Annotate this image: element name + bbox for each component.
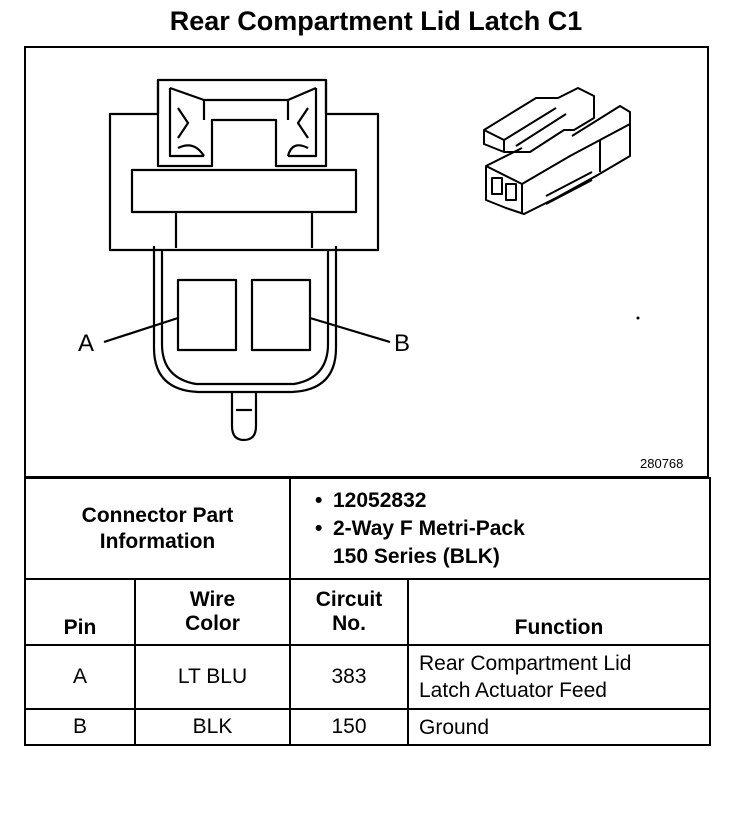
function-line1: Rear Compartment Lid [419,652,632,675]
page-title: Rear Compartment Lid Latch C1 [169,6,583,36]
pin-label-a: A [78,330,95,357]
connector-diagram: A B [24,46,709,478]
circuit-cell: 150 [289,708,409,746]
part-description-1: 2-Way F Metri-Pack [333,516,525,540]
function-cell: Ground [407,708,711,746]
circuit-cell: 383 [289,644,409,710]
header-wire-color-1: Wire [189,588,236,611]
bullet-icon: • [315,488,323,512]
connector-face-drawing [103,78,640,442]
pin-cell: B [24,708,136,746]
connector-part-label: Connector Part Information [24,477,291,580]
header-wire-color-2: Color [185,612,240,635]
pin-cell: A [24,644,136,710]
table-header-row: Pin Wire Color Circuit No. Function [24,578,711,646]
connector-part-label-line1: Connector Part [81,503,234,527]
header-pin: Pin [24,578,136,646]
part-number-line: • 12052832 [315,487,709,515]
header-wire-color: Wire Color [134,578,291,646]
part-description-line: • 2-Way F Metri-Pack [315,515,709,543]
table-row: B BLK 150 Ground [24,708,711,746]
connector-part-row: Connector Part Information • 12052832 • … [24,477,711,580]
header-function: Function [407,578,711,646]
part-description-2: 150 Series (BLK) [333,544,500,568]
connector-info-table: Connector Part Information • 12052832 • … [24,477,711,746]
part-number: 12052832 [333,488,427,512]
connector-part-label-line2: Information [99,529,216,553]
pin-label-b: B [394,330,411,357]
function-line2: Latch Actuator Feed [419,679,607,702]
wire-color-cell: BLK [134,708,291,746]
connector-part-details: • 12052832 • 2-Way F Metri-Pack 150 Seri… [289,477,711,580]
figure-number: 280768 [640,456,684,471]
header-circuit: Circuit No. [289,578,409,646]
wire-color-cell: LT BLU [134,644,291,710]
bullet-icon: • [315,516,323,540]
table-row: A LT BLU 383 Rear Compartment Lid Latch … [24,644,711,710]
header-circuit-1: Circuit [315,588,383,611]
function-cell: Rear Compartment Lid Latch Actuator Feed [407,644,711,710]
header-circuit-2: No. [332,612,366,635]
